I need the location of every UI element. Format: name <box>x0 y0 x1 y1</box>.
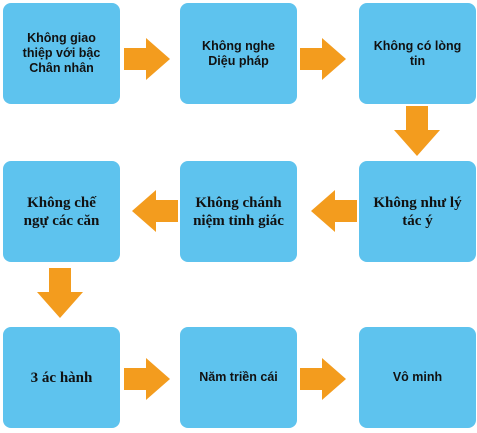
arrow-left-icon <box>311 190 357 232</box>
node-khong-che-ngu: Không chế ngự các căn <box>3 161 120 262</box>
node-label: Không nghe Diệu pháp <box>202 38 275 68</box>
node-label: Không có lòng tin <box>373 38 462 68</box>
node-khong-chanh-niem: Không chánh niệm tỉnh giác <box>180 161 297 262</box>
arrow-right-icon <box>300 38 346 80</box>
node-label: Năm triền cái <box>199 370 278 384</box>
node-label: Không như lý tác ý <box>373 194 462 229</box>
arrow-down-icon <box>394 106 440 156</box>
node-label: Không chánh niệm tỉnh giác <box>193 194 284 229</box>
node-label: Không giao thiệp với bậc Chân nhân <box>22 31 101 75</box>
arrow-left-icon <box>132 190 178 232</box>
arrow-right-icon <box>300 358 346 400</box>
node-vo-minh: Vô minh <box>359 327 476 428</box>
node-label: Không chế ngự các căn <box>23 194 100 229</box>
node-label: Vô minh <box>392 370 443 384</box>
node-khong-nhu-ly-tac-y: Không như lý tác ý <box>359 161 476 262</box>
node-label: 3 ác hành <box>30 369 93 386</box>
node-khong-nghe-dieu-phap: Không nghe Diệu pháp <box>180 3 297 104</box>
arrow-right-icon <box>124 38 170 80</box>
node-nam-trien-cai: Năm triền cái <box>180 327 297 428</box>
node-3-ac-hanh: 3 ác hành <box>3 327 120 428</box>
arrow-down-icon <box>37 268 83 318</box>
node-khong-giao-thiep: Không giao thiệp với bậc Chân nhân <box>3 3 120 104</box>
arrow-right-icon <box>124 358 170 400</box>
node-khong-co-long-tin: Không có lòng tin <box>359 3 476 104</box>
